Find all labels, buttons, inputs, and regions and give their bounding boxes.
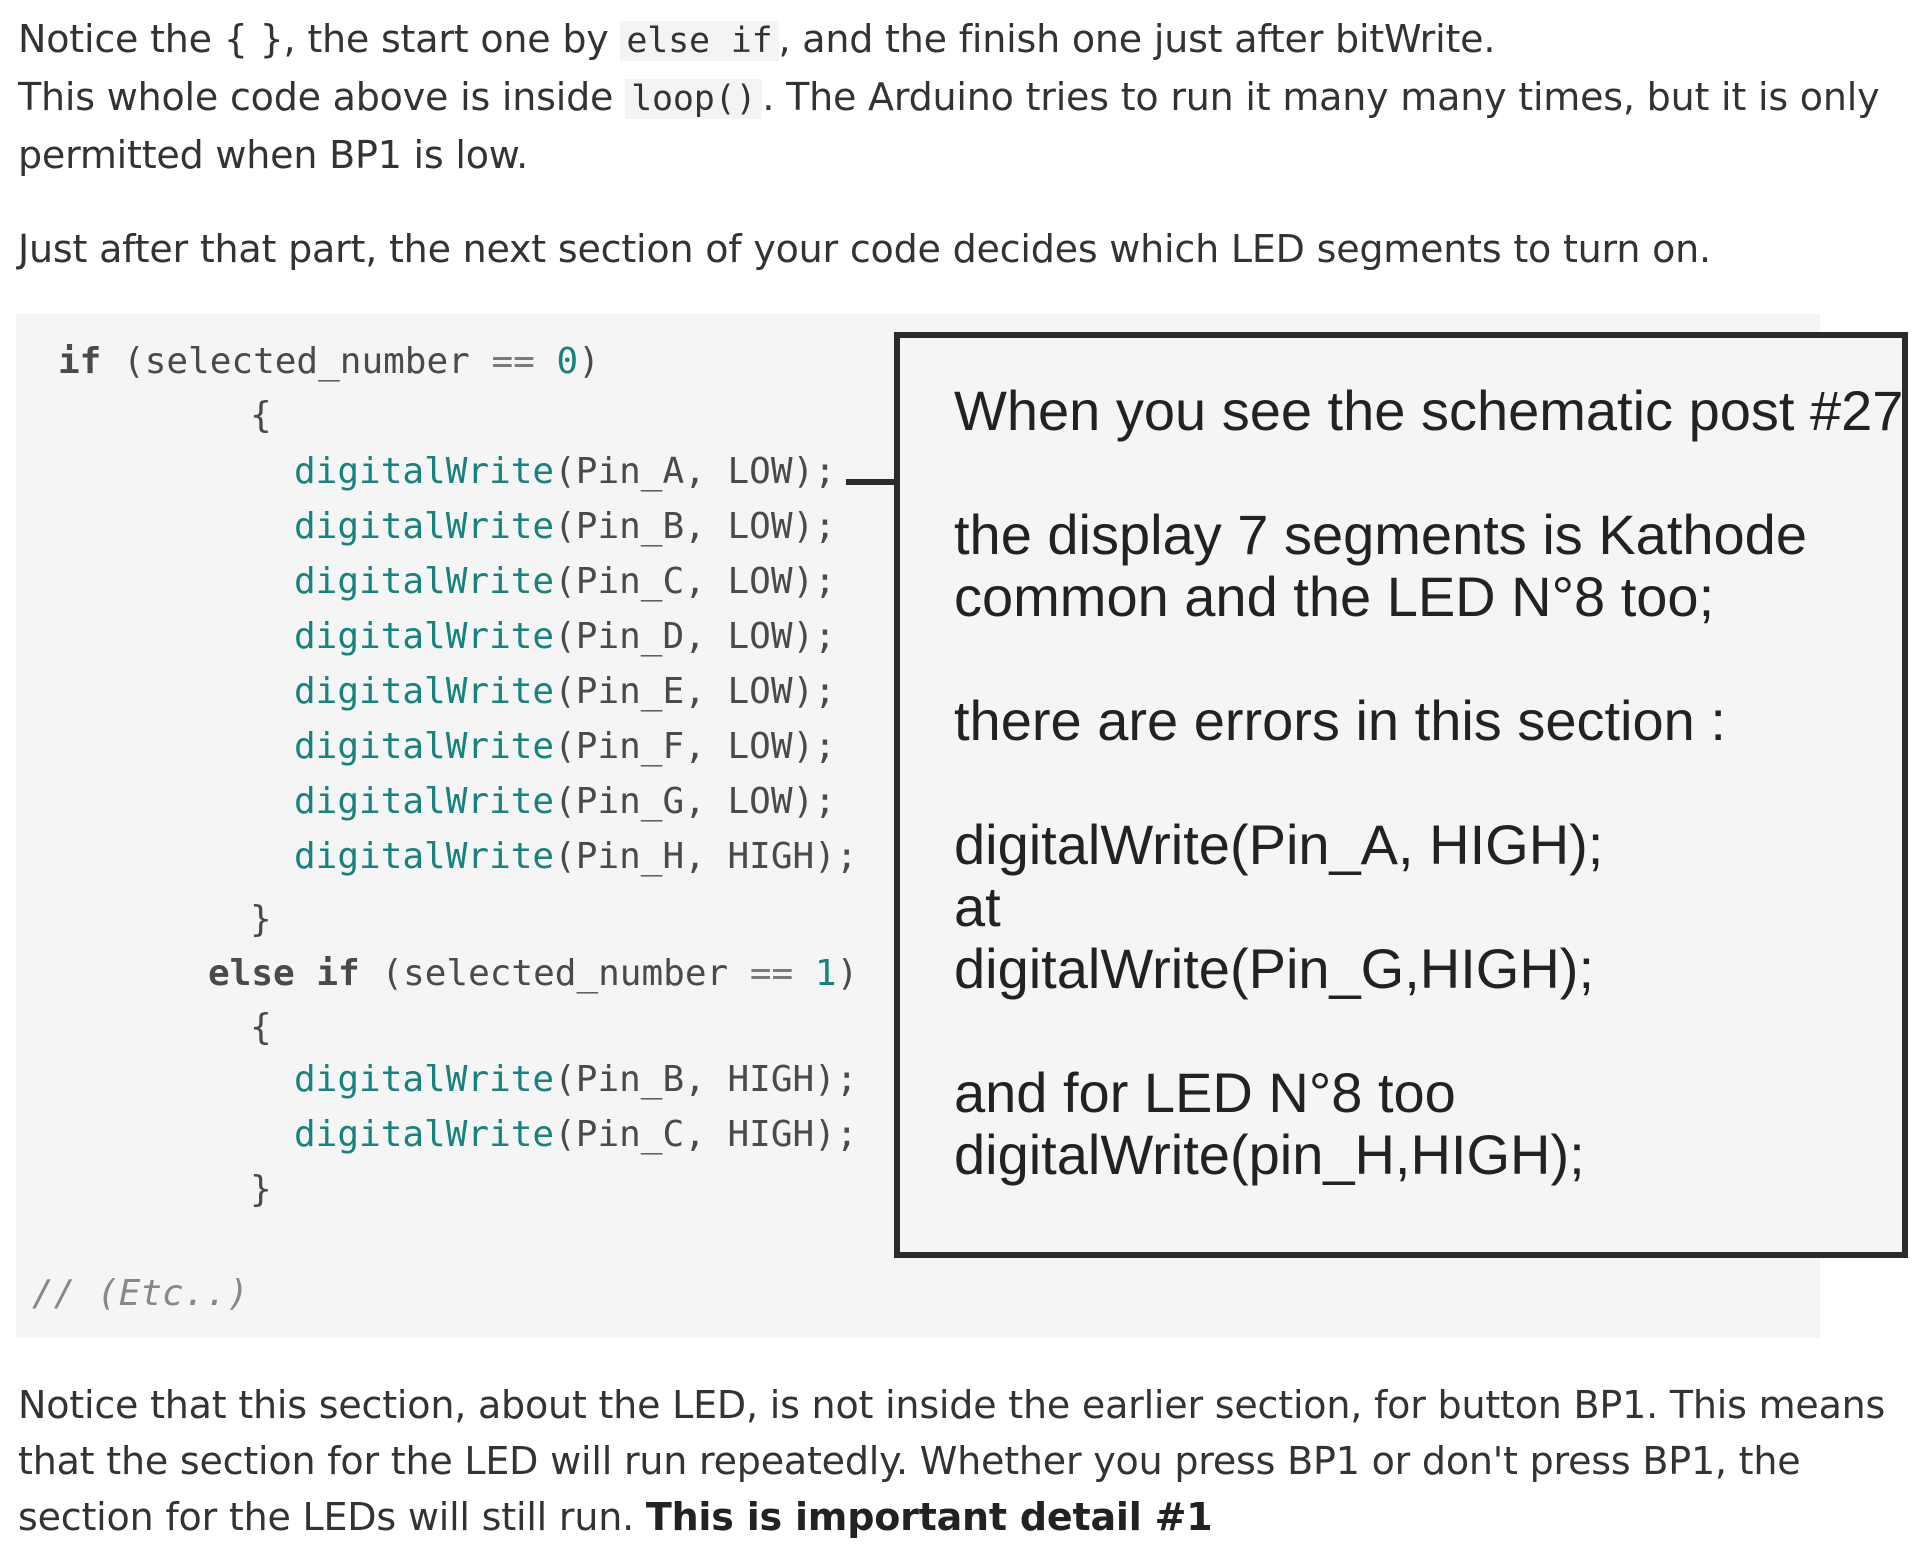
outro-line-2: that the section for the LED will run re… <box>18 1439 1801 1483</box>
code-operator: == <box>491 341 535 382</box>
intro-text: . The Arduino tries to run it many many … <box>762 75 1880 119</box>
code-close-brace-2: } <box>250 1169 272 1210</box>
code-function-name: digitalWrite <box>294 451 555 492</box>
intro-text: Notice the { }, the start one by <box>18 17 621 61</box>
code-function-name: digitalWrite <box>294 561 555 602</box>
code-line-else-if: else if (selected_number == 1) <box>208 948 858 1000</box>
code-line-digitalwrite: digitalWrite(Pin_C, LOW); <box>294 556 836 608</box>
code-line-digitalwrite: digitalWrite(Pin_F, LOW); <box>294 721 836 773</box>
outro-line-3: section for the LEDs will still run. Thi… <box>18 1488 1213 1546</box>
code-open-brace-1: { <box>250 395 272 436</box>
code-text: (selected_number <box>359 953 750 994</box>
code-text: ) <box>836 953 859 994</box>
annotation-line: digitalWrite(Pin_A, HIGH); <box>954 813 1604 876</box>
intro-line-3: permitted when BP1 is low. <box>18 133 529 177</box>
intro-text: , and the finish one just after bitWrite… <box>778 17 1496 61</box>
code-function-name: digitalWrite <box>294 1059 555 1100</box>
code-function-args: (Pin_B, LOW); <box>554 506 836 547</box>
code-line-if: if (selected_number == 0) <box>58 336 600 388</box>
code-function-name: digitalWrite <box>294 616 555 657</box>
intro-text: This whole code above is inside <box>18 75 626 119</box>
code-function-name: digitalWrite <box>294 781 555 822</box>
code-function-args: (Pin_D, LOW); <box>554 616 836 657</box>
code-line-digitalwrite: digitalWrite(Pin_B, HIGH); <box>294 1054 858 1106</box>
annotation-line: common and the LED N°8 too; <box>954 565 1715 628</box>
code-function-args: (Pin_H, HIGH); <box>554 836 858 877</box>
annotation-line: and for LED N°8 too <box>954 1061 1456 1124</box>
code-function-args: (Pin_B, HIGH); <box>554 1059 858 1100</box>
code-function-args: (Pin_G, LOW); <box>554 781 836 822</box>
code-function-args: (Pin_F, LOW); <box>554 726 836 767</box>
code-operator: == <box>749 953 794 994</box>
code-function-name: digitalWrite <box>294 726 555 767</box>
code-function-args: (Pin_C, LOW); <box>554 561 836 602</box>
annotation-line: digitalWrite(pin_H,HIGH); <box>954 1123 1585 1186</box>
inline-code-else-if: else if <box>620 21 779 61</box>
code-function-name: digitalWrite <box>294 671 555 712</box>
code-function-name: digitalWrite <box>294 836 555 877</box>
code-function-name: digitalWrite <box>294 1114 555 1155</box>
annotation-box: When you see the schematic post #27 the … <box>894 332 1908 1258</box>
outro-text: section for the LEDs will still run. <box>18 1495 646 1539</box>
code-number: 1 <box>814 953 837 994</box>
code-text: (selected_number <box>101 341 492 382</box>
code-number: 0 <box>556 341 579 382</box>
code-close-brace-1: } <box>250 899 272 940</box>
code-function-args: (Pin_E, LOW); <box>554 671 836 712</box>
code-function-args: (Pin_A, LOW); <box>554 451 836 492</box>
code-comment: // (Etc..) <box>32 1273 249 1314</box>
code-line-digitalwrite: digitalWrite(Pin_H, HIGH); <box>294 831 858 883</box>
code-open-brace-2: { <box>250 1007 272 1048</box>
inline-code-loop: loop() <box>625 79 763 119</box>
code-line-digitalwrite: digitalWrite(Pin_A, LOW); <box>294 446 836 498</box>
code-line-digitalwrite: digitalWrite(Pin_C, HIGH); <box>294 1109 858 1161</box>
code-function-name: digitalWrite <box>294 506 555 547</box>
annotation-line: the display 7 segments is Kathode <box>954 503 1807 566</box>
code-line-digitalwrite: digitalWrite(Pin_D, LOW); <box>294 611 836 663</box>
annotation-line: When you see the schematic post #27 <box>954 379 1904 442</box>
annotation-line: at <box>954 875 1001 938</box>
intro-line-4: Just after that part, the next section o… <box>18 227 1711 271</box>
code-function-args: (Pin_C, HIGH); <box>554 1114 858 1155</box>
code-text: ) <box>578 341 600 382</box>
outro-line-1: Notice that this section, about the LED,… <box>18 1383 1886 1427</box>
annotation-line: there are errors in this section : <box>954 689 1726 752</box>
keyword-if: if <box>58 341 102 382</box>
intro-line-1: Notice the { }, the start one by else if… <box>18 10 1495 70</box>
code-line-digitalwrite: digitalWrite(Pin_E, LOW); <box>294 666 836 718</box>
code-line-digitalwrite: digitalWrite(Pin_G, LOW); <box>294 776 836 828</box>
important-detail-label: This is important detail #1 <box>645 1495 1213 1539</box>
annotation-line: digitalWrite(Pin_G,HIGH); <box>954 937 1595 1000</box>
code-line-digitalwrite: digitalWrite(Pin_B, LOW); <box>294 501 836 553</box>
keyword-else-if: else if <box>208 953 360 994</box>
intro-line-2: This whole code above is inside loop(). … <box>18 68 1880 128</box>
